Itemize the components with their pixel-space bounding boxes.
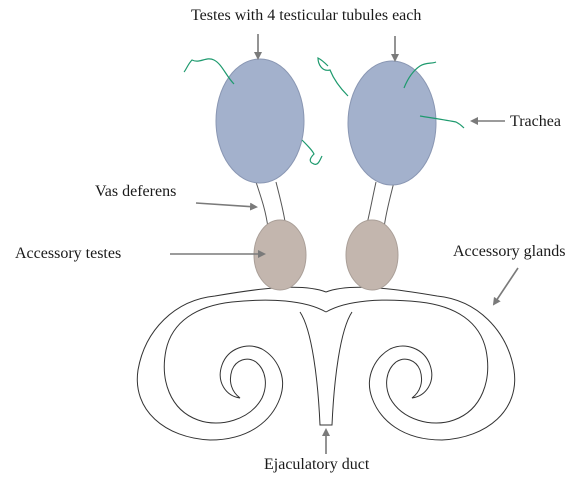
- ejaculatory-duct-shape: [300, 312, 352, 425]
- label-trachea: Trachea: [510, 114, 561, 130]
- label-ejaculatory-duct: Ejaculatory duct: [264, 457, 369, 473]
- arrow-accessory-glands: [494, 268, 518, 304]
- trachea-right-top: [318, 58, 348, 96]
- label-testes: Testes with 4 testicular tubules each: [191, 8, 421, 24]
- accessory-gland-left: [137, 287, 326, 440]
- label-accessory-glands: Accessory glands: [453, 244, 565, 260]
- arrow-vas-deferens: [196, 203, 256, 207]
- vas-deferens-left: [256, 182, 268, 228]
- vas-deferens-right-inner: [384, 182, 394, 228]
- accessory-gland-right: [326, 287, 515, 440]
- label-accessory-testes: Accessory testes: [15, 246, 121, 262]
- accessory-testis-left: [254, 220, 306, 290]
- accessory-testis-right: [346, 220, 398, 290]
- accessory-glands: [137, 287, 514, 440]
- label-vas-deferens: Vas deferens: [95, 184, 176, 200]
- trachea-left-side: [302, 140, 322, 164]
- testis-right: [348, 61, 436, 185]
